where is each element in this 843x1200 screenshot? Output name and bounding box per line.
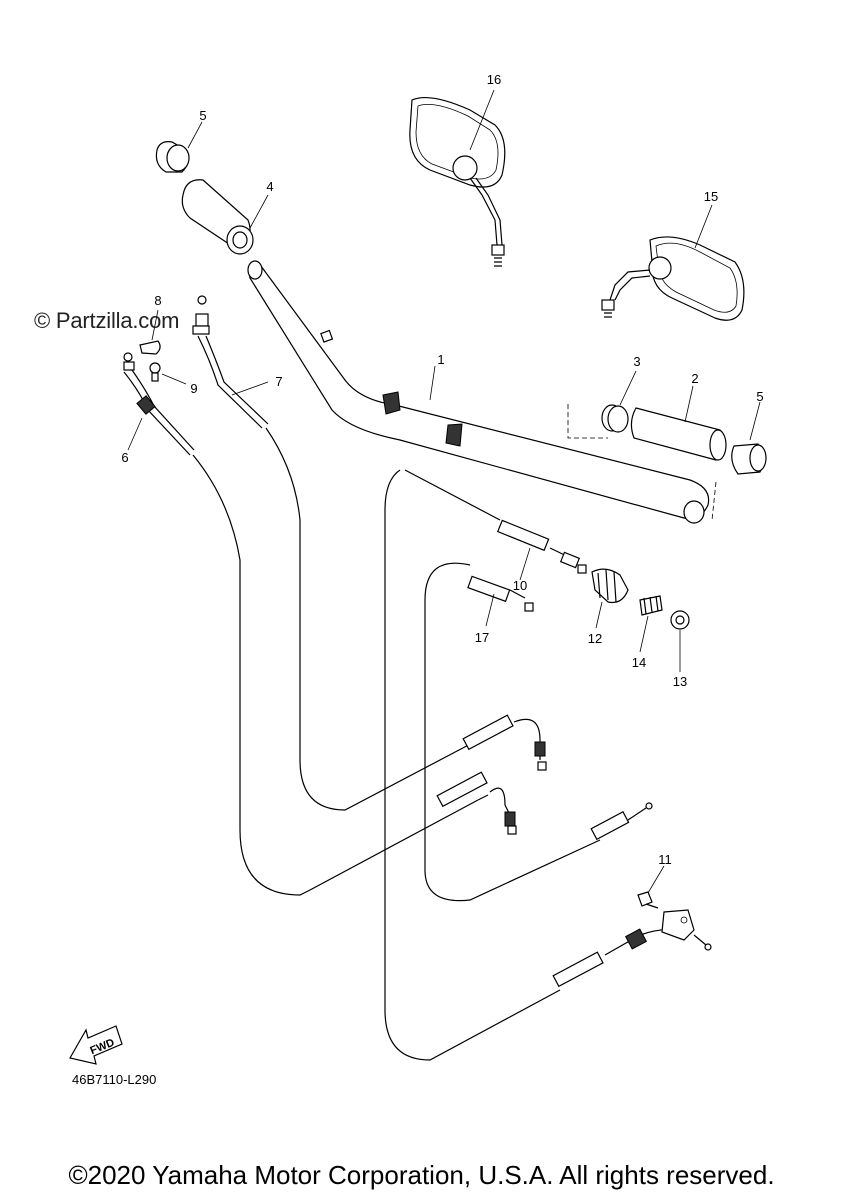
part-label-6: 6 (121, 450, 128, 465)
part-label-15: 15 (704, 189, 718, 204)
fwd-arrow-icon: FWD (69, 1025, 123, 1065)
right-grip[interactable] (630, 407, 727, 461)
mirror-left[interactable] (409, 97, 506, 267)
right-end-cap[interactable] (731, 443, 767, 475)
diagram-code: 46B7110-L290 (72, 1072, 157, 1087)
adjuster-12[interactable] (591, 568, 629, 604)
watermark: © Partzilla.com (34, 308, 180, 333)
clutch-cable-10[interactable] (384, 469, 676, 1061)
choke-cable-17[interactable] (424, 562, 653, 902)
left-grip[interactable] (181, 179, 254, 255)
part-label-8: 8 (154, 293, 161, 308)
right-grip-collar[interactable] (601, 404, 629, 433)
part-label-13: 13 (673, 674, 687, 689)
part-label-4: 4 (266, 179, 273, 194)
part-label-14: 14 (632, 655, 646, 670)
left-end-cap[interactable] (155, 141, 190, 173)
adjuster-bolt-14[interactable] (639, 595, 663, 616)
part-label-7: 7 (275, 374, 282, 389)
part-label-11: 11 (658, 852, 672, 867)
throttle-cable-7[interactable] (192, 295, 547, 811)
part-label-10: 10 (513, 578, 527, 593)
part-label-12: 12 (588, 631, 602, 646)
part-label-5a: 5 (199, 108, 206, 123)
locknut-13[interactable] (670, 610, 690, 630)
bolt-11[interactable] (637, 891, 659, 909)
part-label-9: 9 (190, 381, 197, 396)
part-label-5b: 5 (756, 389, 763, 404)
clip-8[interactable] (139, 340, 161, 355)
handlebar[interactable] (247, 260, 710, 524)
throttle-cable-6[interactable] (123, 352, 517, 896)
cable-bracket[interactable] (661, 909, 712, 951)
mirror-right[interactable] (601, 236, 745, 321)
part-label-1: 1 (437, 352, 444, 367)
part-label-16: 16 (487, 72, 501, 87)
copyright-notice: ©2020 Yamaha Motor Corporation, U.S.A. A… (68, 1160, 775, 1190)
part-label-3: 3 (633, 354, 640, 369)
screw-9[interactable] (149, 362, 161, 382)
part-label-17: 17 (475, 630, 489, 645)
part-label-2: 2 (691, 371, 698, 386)
